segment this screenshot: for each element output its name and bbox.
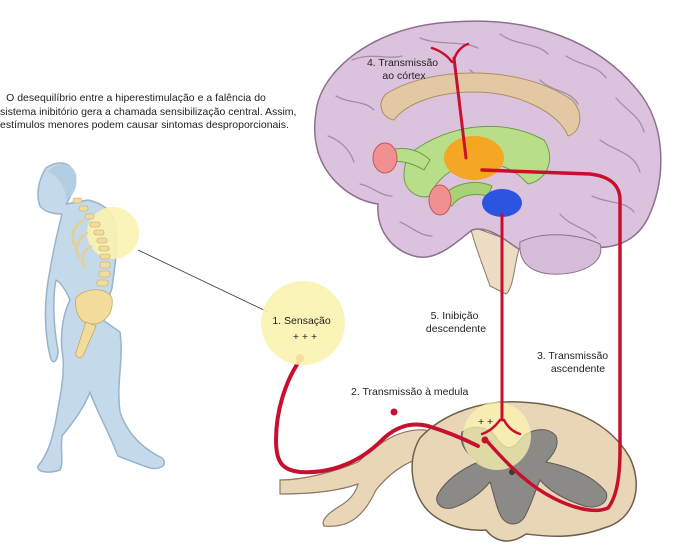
ascending-tract [480, 168, 622, 513]
brain [313, 20, 662, 295]
label-sensation-line-1: 1. Sensação [272, 315, 331, 327]
cortex-tract [452, 56, 468, 160]
brainstem [469, 225, 521, 295]
label-sensation-line-2: + + + [293, 331, 317, 343]
dorsal-horn-highlight [463, 402, 531, 470]
intro-line-3: estímulos menores podem causar sintomas … [0, 119, 289, 131]
intro-line-2: sistema inibitório gera a chamada sensib… [0, 105, 297, 118]
pelvis [75, 289, 113, 325]
corpus-callosum [380, 72, 581, 137]
spinal-nerve-root [279, 429, 429, 527]
brain-gyri [327, 33, 645, 239]
intro-line-1: O desequilíbrio entre a hiperestimulação… [6, 92, 266, 104]
femur [75, 321, 97, 358]
ribs [71, 218, 93, 269]
woman-body-outline [37, 162, 166, 473]
descending-fork-left [480, 418, 502, 436]
label-cortex: 4. Transmissão ao córtex [367, 57, 441, 82]
pain-pathways [274, 42, 622, 513]
label-ascending-line-2: ascendente [551, 363, 605, 375]
amygdala-upper [372, 142, 398, 174]
label-inhibition: 5. Inibição descendente [426, 310, 486, 335]
descending-fork-right [502, 418, 522, 436]
cerebellum [519, 234, 602, 275]
spinal-cord: + + [279, 401, 637, 542]
synapse-dot [481, 436, 489, 444]
hippocampus [391, 147, 431, 171]
intro-text: O desequilíbrio entre a hiperestimulação… [0, 92, 297, 133]
label-spinal-transmission: 2. Transmissão à medula [351, 386, 468, 398]
spine [72, 197, 111, 287]
thalamus [444, 136, 504, 180]
woman-figure [37, 162, 166, 473]
label-cortex-line-2: ao córtex [382, 70, 426, 82]
amygdala-lower [428, 184, 452, 216]
label-inhibition-line-2: descendente [426, 323, 486, 335]
sensory-fiber [274, 358, 480, 475]
label-cortex-line-1: 4. Transmissão [367, 57, 438, 69]
cortex-fork-left [430, 46, 454, 64]
sensation-highlight [261, 281, 345, 365]
label-inhibition-line-1: 5. Inibição [431, 310, 479, 322]
connector-line [137, 249, 269, 313]
cortex-fork-right [452, 42, 470, 62]
label-ascending-line-1: 3. Transmissão [537, 350, 608, 362]
woman-hair [48, 163, 77, 200]
label-sensation: 1. Sensação + + + [272, 315, 333, 343]
label-ascending: 3. Transmissão ascendente [537, 350, 611, 375]
brainstem-nucleus [482, 189, 522, 217]
ganglion-dot [390, 408, 398, 416]
cord-plus-signs: + + [478, 416, 493, 428]
